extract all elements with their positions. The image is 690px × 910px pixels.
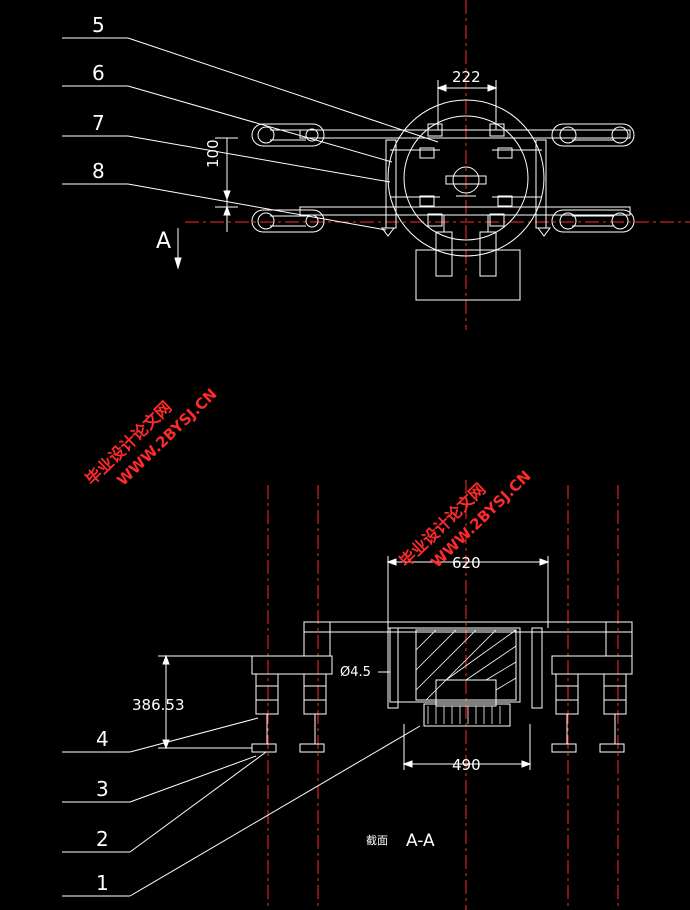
callout-6: 6	[92, 61, 105, 85]
dim-100: 100	[204, 139, 222, 168]
dim-222: 222	[452, 68, 481, 86]
callout-labels: 5 6 7 8 4 3 2 1	[92, 13, 109, 895]
top-leaders	[62, 37, 439, 231]
section-view	[251, 621, 633, 753]
section-dimensions	[158, 556, 550, 770]
section-title-name: A-A	[406, 831, 435, 851]
section-title-prefix: 截面	[366, 833, 388, 847]
callout-1: 1	[96, 871, 109, 895]
section-title: 截面 A-A	[366, 831, 435, 851]
callout-4: 4	[96, 727, 109, 751]
dim-620: 620	[452, 554, 481, 572]
callout-5: 5	[92, 13, 105, 37]
watermark-1: 毕业设计论文网 WWW.2BYSJ.CN	[82, 385, 221, 489]
top-dimensions	[174, 80, 498, 270]
section-hatching	[415, 629, 517, 724]
callout-2: 2	[96, 827, 109, 851]
dim-490: 490	[452, 756, 481, 774]
dimension-labels: 222 100 620 490 386.53 Ø4.5	[132, 68, 481, 774]
dim-diameter: Ø4.5	[340, 665, 371, 680]
callout-7: 7	[92, 111, 105, 135]
bottom-leaders	[62, 717, 421, 897]
callout-8: 8	[92, 159, 105, 183]
section-marker-a: A	[156, 229, 171, 254]
centerlines	[185, 0, 690, 910]
callout-3: 3	[96, 777, 109, 801]
top-view	[251, 99, 635, 301]
dim-386: 386.53	[132, 696, 185, 714]
